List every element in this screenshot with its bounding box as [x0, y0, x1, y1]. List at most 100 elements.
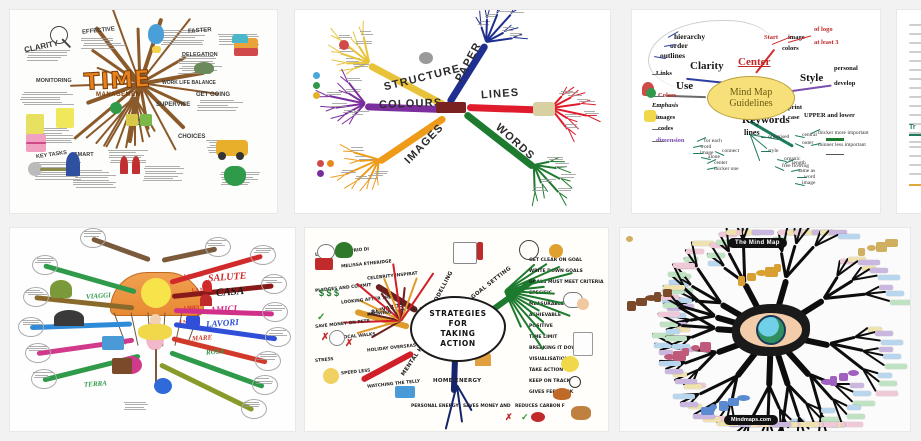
house-icon — [200, 294, 212, 306]
italian-label-5: VIAGGI — [86, 291, 111, 301]
twig-text — [510, 35, 522, 36]
twig-text — [341, 172, 356, 173]
twig-text — [339, 35, 350, 36]
map-node — [673, 263, 695, 268]
italian-text — [35, 262, 51, 263]
twig-text — [343, 112, 356, 113]
map-node — [673, 394, 695, 399]
italian-text — [23, 322, 38, 323]
tree-icon — [50, 280, 72, 298]
icon-dot — [313, 92, 320, 99]
map-node — [665, 369, 683, 374]
label-lines-child-5: center — [714, 160, 727, 166]
italian-text — [260, 354, 276, 355]
handwritten-text-cluster — [110, 162, 146, 163]
branch-mental-health — [360, 350, 414, 383]
italian-text — [271, 330, 286, 331]
decorative-icon — [627, 301, 636, 311]
decorative-icon — [691, 345, 700, 351]
table-icon — [112, 358, 132, 374]
map-node — [886, 291, 904, 296]
thumbnail-cropped-document[interactable]: Tr — [897, 10, 921, 213]
twig-text — [347, 78, 359, 79]
handwritten-text-cluster — [144, 178, 173, 179]
center-line-4: ACTION — [440, 339, 475, 349]
thin-line-sample — [826, 154, 844, 155]
map-node — [878, 275, 900, 280]
cards-icon-2 — [140, 114, 152, 126]
twig-text — [360, 31, 371, 32]
document-line — [909, 123, 921, 125]
italian-text — [264, 277, 283, 278]
clock-icon — [569, 376, 581, 388]
decorative-icon — [839, 373, 848, 381]
thumbnail-italian-parachute-mind-map[interactable]: SALUTECASAAMICILAVORIMAREVIAGGIROSATERRA… — [10, 228, 295, 431]
twig-text — [579, 101, 594, 102]
handwritten-text-cluster — [163, 42, 202, 43]
mountain-icon — [54, 310, 84, 326]
left-label-2: CELEBRITY INSPIRAT — [367, 271, 418, 281]
icon-dot — [313, 72, 320, 79]
map-node — [659, 361, 681, 366]
cloud-icon — [419, 52, 433, 64]
thumbnail-time-management-mind-map[interactable]: CLARITYEFFECTIVEFASTERDELEGATIONWORK LIF… — [10, 10, 277, 213]
map-node — [821, 408, 835, 413]
globe-iris-icon — [756, 315, 786, 345]
signature — [124, 409, 146, 410]
map-node — [875, 331, 893, 336]
thick-line-sample — [826, 138, 844, 141]
the-mind-map-title: The Mind Map — [728, 238, 787, 248]
italian-text — [267, 335, 286, 336]
italian-text — [27, 348, 47, 349]
decorative-icon — [738, 276, 745, 286]
italian-text — [84, 233, 102, 234]
twig-text — [549, 159, 564, 160]
twig-text — [541, 181, 552, 182]
eye-icon — [732, 304, 810, 356]
twig-text — [485, 14, 496, 15]
eye-white — [740, 313, 802, 347]
label-style: Style — [800, 72, 823, 84]
italian-text — [210, 240, 226, 241]
cross-icon-3: ✗ — [505, 412, 513, 423]
twig-text — [342, 170, 352, 171]
handwritten-text-cluster — [26, 50, 70, 51]
time-label-choices: CHOICES — [178, 134, 205, 140]
decorative-icon — [636, 298, 647, 306]
apple-icon — [339, 40, 349, 50]
thumbnail-the-mind-map[interactable]: The Mind Map Mindmaps.com — [620, 228, 910, 431]
map-node — [879, 285, 893, 290]
italian-text — [265, 310, 282, 311]
map-node — [850, 383, 864, 388]
thumbnail-strategies-for-taking-action[interactable]: GOAL SETTINGMODELLINGREWARDSMENTAL HEALT… — [305, 228, 608, 431]
label-lines-child-4: connect — [722, 148, 739, 154]
thumbnail-mind-map-laws[interactable]: STRUCTUREPAPERLINESWORDSIMAGESCOLOURS — [295, 10, 610, 213]
handwritten-text-cluster — [164, 35, 205, 36]
thumbnail-mind-map-guidelines[interactable]: ClarityhierarchyorderoutlinesCenterStart… — [632, 10, 880, 213]
italian-text — [254, 248, 274, 249]
handwritten-text-cluster — [200, 100, 235, 101]
document-artwork: Tr — [897, 10, 921, 213]
document-line — [909, 141, 921, 143]
italian-text — [257, 359, 275, 360]
plus-icon — [110, 102, 122, 114]
map-node — [853, 391, 871, 396]
document-line — [909, 96, 921, 98]
water-icon — [154, 378, 172, 394]
books-icon-3 — [232, 34, 248, 43]
document-line — [909, 114, 921, 116]
dog-icon — [571, 406, 591, 420]
document-line — [909, 42, 921, 44]
handwritten-text-cluster — [108, 150, 147, 151]
document-line — [909, 78, 921, 80]
label-case: case — [788, 114, 800, 121]
handwritten-text-cluster — [81, 40, 113, 41]
twig-text — [564, 124, 577, 125]
face-icon — [577, 298, 589, 310]
twig-trunk — [855, 336, 881, 341]
decorative-icon — [876, 242, 887, 252]
twig-lines — [715, 151, 725, 156]
italian-label-0: SALUTE — [208, 271, 247, 285]
map-node — [665, 336, 687, 341]
